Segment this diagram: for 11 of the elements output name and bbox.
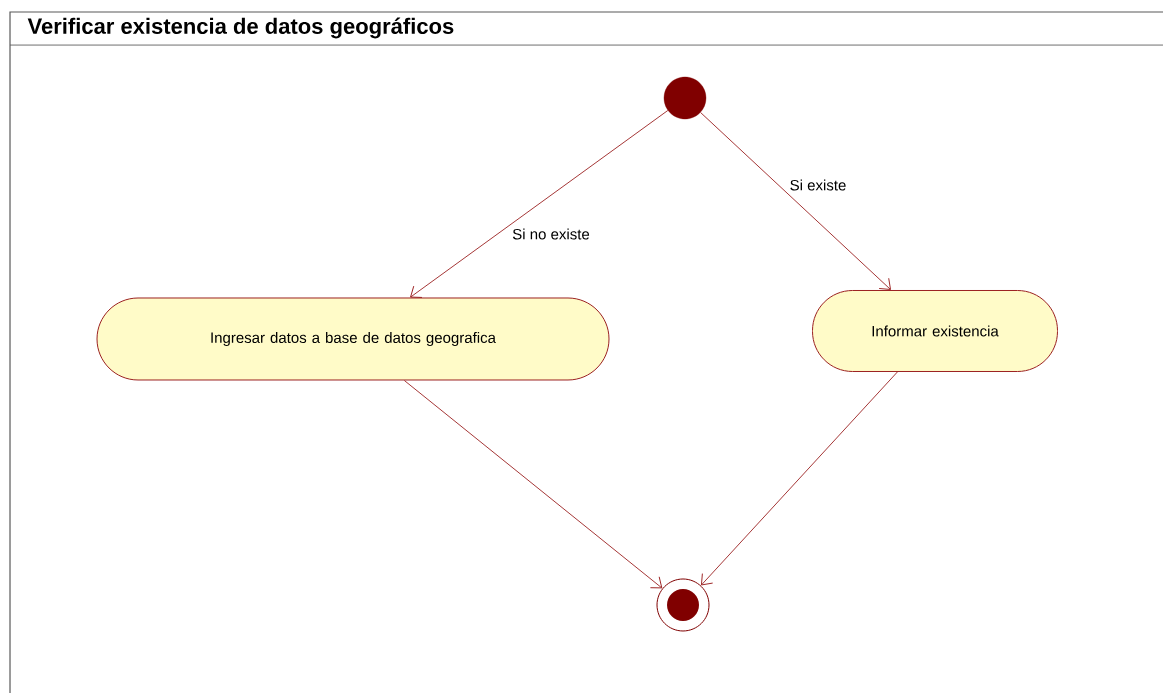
end-node	[656, 578, 710, 632]
start-node	[663, 76, 707, 120]
arrow	[701, 371, 898, 586]
arrow	[700, 112, 891, 290]
edge-label: Si existe	[788, 178, 848, 192]
arrow	[410, 110, 669, 298]
frame-title: Verificar existencia de datos geográficos	[27, 17, 454, 39]
arrow	[403, 380, 663, 589]
action-box: Informar existencia	[812, 290, 1058, 372]
action-box: Ingresar datos a base de datos geografica	[96, 297, 610, 381]
edge-label: Si no existe	[511, 227, 591, 241]
